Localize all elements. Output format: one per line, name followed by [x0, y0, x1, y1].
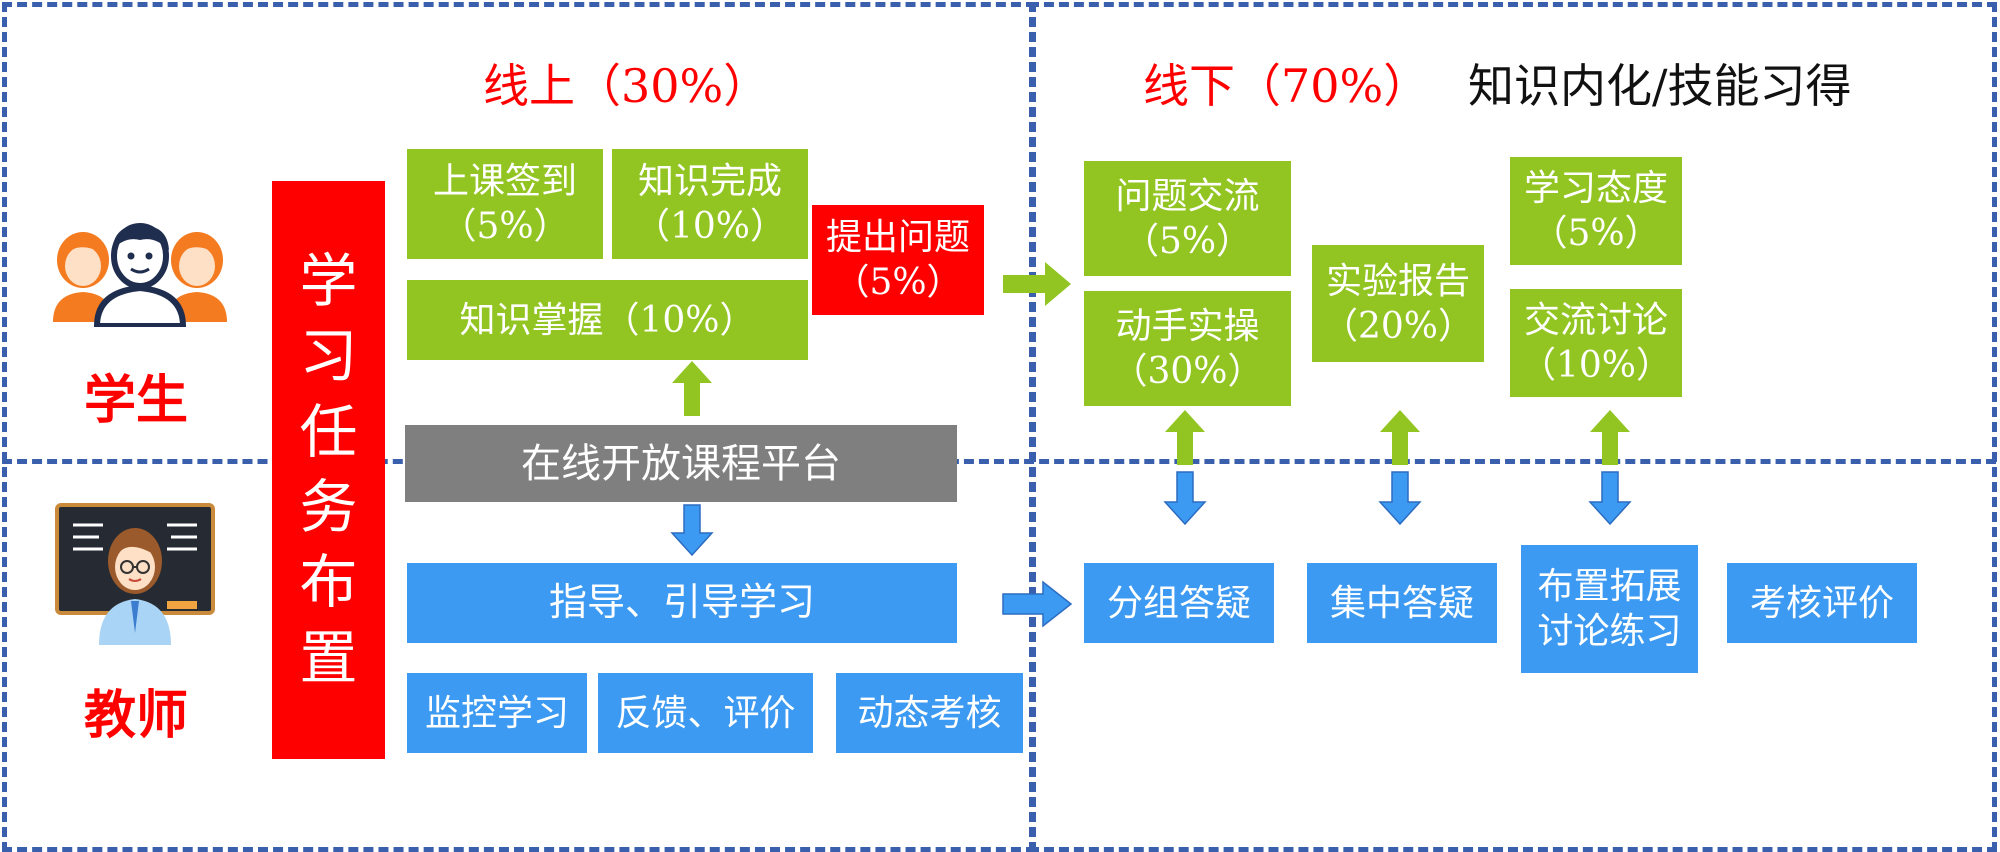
central-qa-box: 集中答疑 — [1307, 563, 1497, 643]
group-qa-label: 分组答疑 — [1106, 582, 1251, 624]
discussion-weight: （10%） — [1519, 345, 1673, 386]
evaluation-label: 考核评价 — [1749, 582, 1894, 624]
knowledge-complete-box: 知识完成 （10%） — [612, 149, 808, 259]
task-assignment-char: 学 — [299, 246, 358, 315]
evaluation-box: 考核评价 — [1727, 563, 1917, 643]
task-assignment-char: 习 — [299, 322, 358, 391]
dynamic-assess-box: 动态考核 — [836, 673, 1023, 753]
hands-on-box: 动手实操 （30%） — [1084, 291, 1291, 406]
knowledge-complete-label: 知识完成 — [637, 161, 782, 202]
attitude-label: 学习态度 — [1523, 168, 1668, 209]
central-qa-label: 集中答疑 — [1329, 582, 1474, 624]
feedback-box: 反馈、评价 — [598, 673, 813, 753]
student-teacher-divider — [2, 459, 1996, 464]
up-arrow-icon — [1165, 410, 1205, 465]
checkin-weight: （5%） — [440, 206, 570, 247]
teacher-icon — [55, 503, 215, 645]
question-exchange-weight: （5%） — [1122, 220, 1253, 262]
down-arrow-icon — [670, 504, 714, 557]
down-arrow-icon — [1163, 471, 1207, 526]
raise-question-weight: （5%） — [833, 262, 963, 303]
online-heading: 线上（30%） — [483, 59, 770, 113]
discussion-box: 交流讨论 （10%） — [1510, 289, 1682, 397]
lab-report-box: 实验报告 （20%） — [1312, 245, 1484, 362]
down-arrow-icon — [1378, 471, 1422, 526]
students-icon — [53, 223, 227, 327]
online-platform-label: 在线开放课程平台 — [521, 440, 841, 487]
extension-label-2: 讨论练习 — [1537, 611, 1682, 652]
question-exchange-label: 问题交流 — [1115, 175, 1260, 217]
student-label: 学生 — [84, 371, 189, 431]
monitor-box: 监控学习 — [407, 673, 587, 753]
question-exchange-box: 问题交流 （5%） — [1084, 161, 1291, 276]
hands-on-label: 动手实操 — [1115, 305, 1260, 347]
group-qa-box: 分组答疑 — [1084, 563, 1274, 643]
task-assignment-char: 任 — [299, 397, 358, 466]
dynamic-assess-label: 动态考核 — [857, 692, 1002, 734]
right-arrow-icon — [1003, 262, 1071, 306]
offline-heading: 线下（70%） — [1143, 59, 1430, 113]
up-arrow-icon — [1590, 410, 1630, 465]
knowledge-complete-weight: （10%） — [633, 206, 787, 247]
guide-box: 指导、引导学习 — [407, 563, 957, 643]
online-platform-bar: 在线开放课程平台 — [405, 425, 957, 502]
down-arrow-icon — [1588, 471, 1632, 526]
knowledge-mastery-label: 知识掌握（10%） — [459, 299, 756, 341]
attitude-weight: （5%） — [1531, 213, 1661, 254]
raise-question-box: 提出问题 （5%） — [812, 205, 984, 315]
task-assignment-char: 置 — [299, 623, 358, 692]
up-arrow-icon — [672, 361, 712, 416]
extension-label: 布置拓展 — [1537, 566, 1682, 607]
up-arrow-icon — [1380, 410, 1420, 465]
checkin-box: 上课签到 （5%） — [407, 149, 603, 259]
monitor-label: 监控学习 — [424, 692, 569, 734]
attitude-box: 学习态度 （5%） — [1510, 157, 1682, 265]
task-assignment-char: 布 — [299, 548, 358, 617]
teacher-label: 教师 — [84, 686, 189, 746]
right-arrow-icon — [1002, 580, 1073, 628]
offline-subtitle: 知识内化/技能习得 — [1468, 59, 1852, 113]
task-assignment-char: 务 — [299, 473, 358, 541]
discussion-label: 交流讨论 — [1523, 300, 1668, 341]
feedback-label: 反馈、评价 — [615, 692, 796, 734]
raise-question-label: 提出问题 — [825, 217, 970, 258]
task-assignment-bar: 学 习 任 务 布 置 — [272, 181, 385, 759]
lab-report-label: 实验报告 — [1325, 260, 1470, 302]
extension-box: 布置拓展 讨论练习 — [1521, 545, 1698, 673]
guide-label: 指导、引导学习 — [548, 580, 815, 625]
checkin-label: 上课签到 — [432, 161, 577, 202]
knowledge-mastery-box: 知识掌握（10%） — [407, 280, 808, 360]
hands-on-weight: （30%） — [1111, 350, 1264, 392]
lab-report-weight: （20%） — [1321, 305, 1475, 347]
